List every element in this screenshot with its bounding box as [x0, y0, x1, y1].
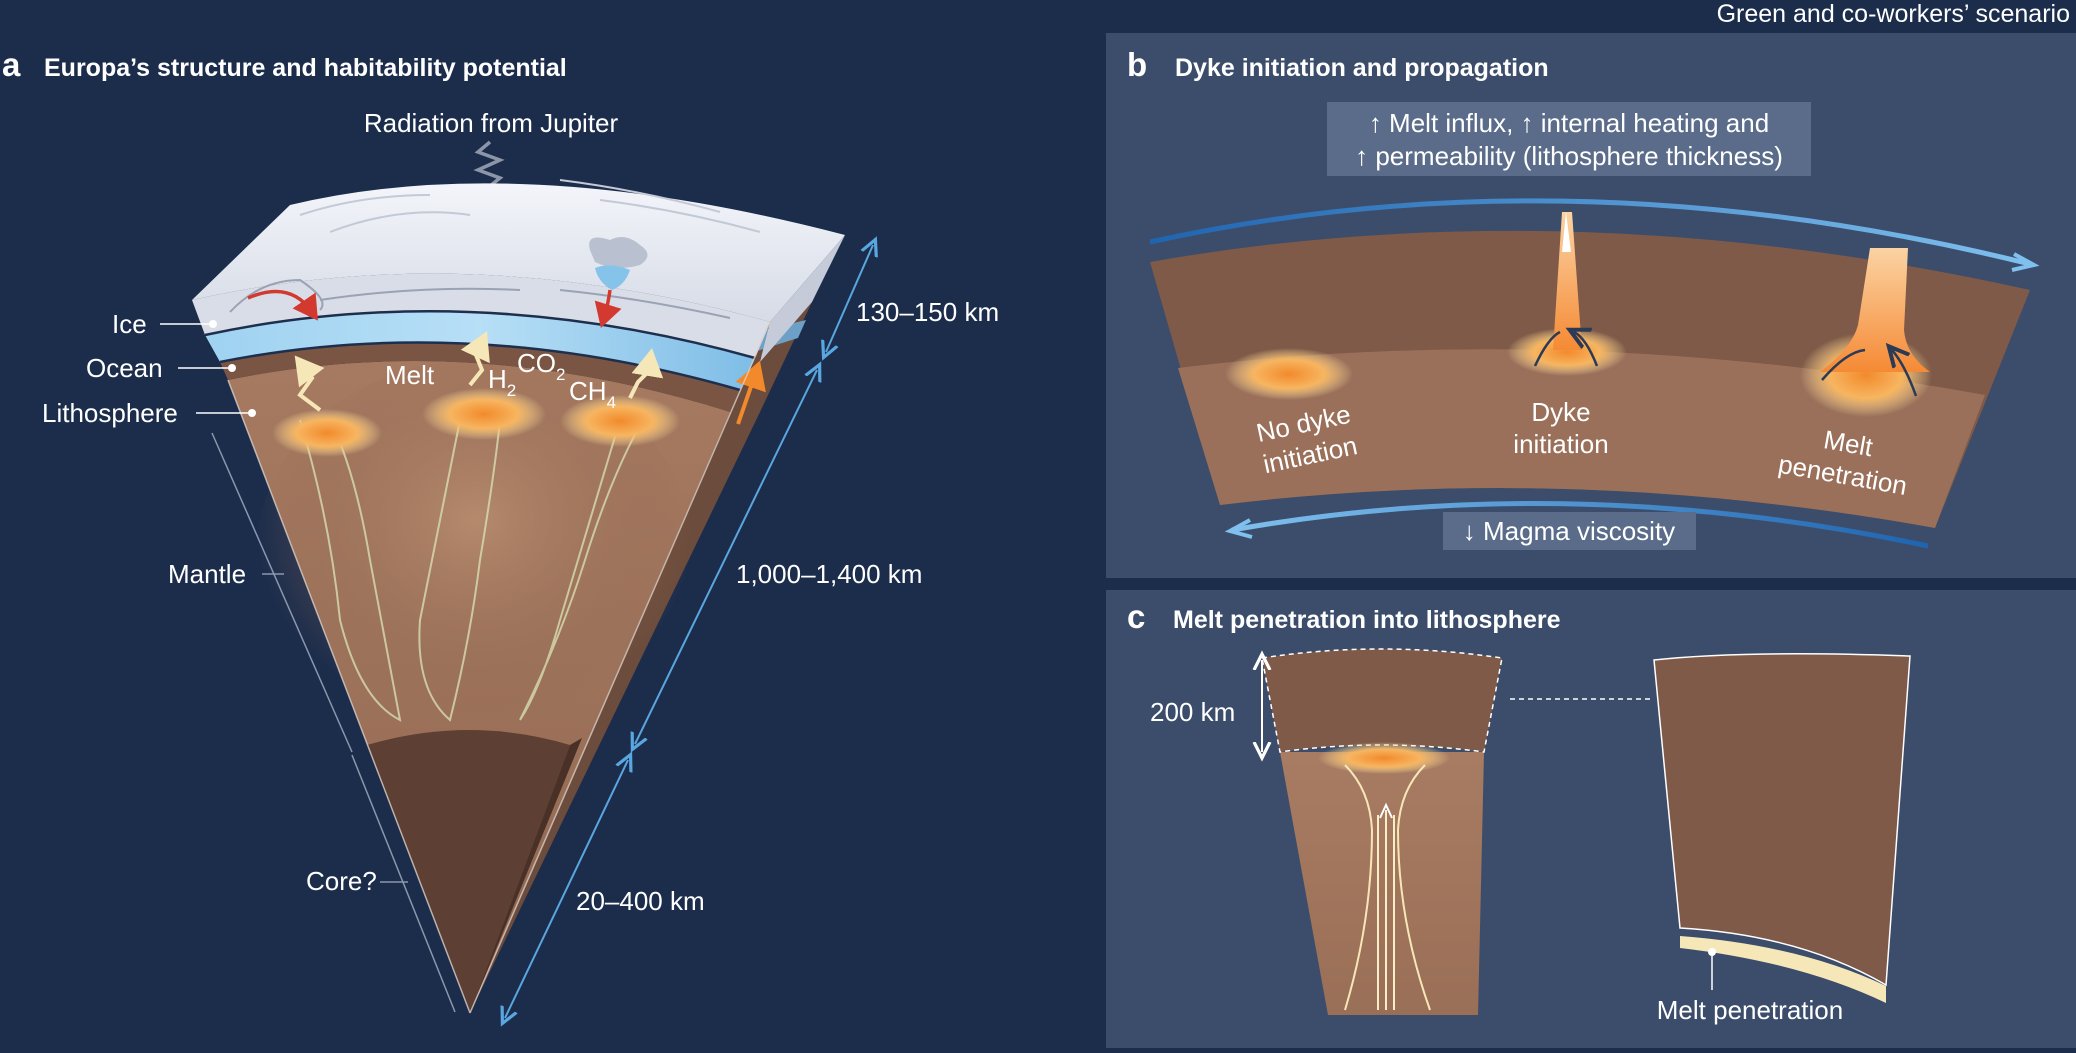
panel-b-letter: b — [1127, 46, 1147, 83]
stage-dyke-label-line2: initiation — [1513, 429, 1608, 459]
core-layer — [367, 730, 570, 1013]
panel-b: b Dyke initiation and propagation ↑ Melt… — [1106, 33, 2076, 578]
gas-co2-label: CO2 — [517, 348, 565, 384]
panel-a: a Europa’s structure and habitability po… — [2, 46, 999, 1018]
ice-diapir — [589, 236, 648, 268]
ice-convection-lines — [229, 278, 731, 319]
mantle-label: Mantle — [168, 559, 246, 589]
dimension-arrow-core — [505, 760, 628, 1018]
ice-leader-dot — [209, 320, 217, 328]
mantle-glow — [255, 360, 695, 760]
core-label: Core? — [306, 866, 377, 896]
melt-blob-center — [422, 388, 546, 440]
ice-descend-arrow — [594, 289, 622, 329]
column-right-outline — [1653, 653, 1911, 987]
lithosphere-leader-dot — [248, 409, 256, 417]
mantle-band — [1178, 349, 1985, 528]
top-increase-arrow — [1149, 198, 2031, 267]
ice-ocean-boundary — [204, 310, 756, 360]
water-pocket — [595, 265, 630, 290]
ice-surface — [192, 183, 845, 322]
bottom-arrow-head — [1224, 518, 1253, 539]
ice-label: Ice — [112, 309, 147, 339]
stage-penetration-flow-arrows — [1821, 350, 1918, 397]
column-left-lithosphere — [1262, 649, 1502, 752]
bottom-condition-text: ↓ Magma viscosity — [1463, 516, 1675, 546]
column-right-melt-layer — [1680, 936, 1886, 1003]
melt-penetration-leader-dot — [1708, 948, 1716, 956]
ice-layer-front — [192, 273, 770, 358]
panel-c: c Melt penetration into lithosphere 200 … — [1106, 590, 2076, 1048]
melt-label: Melt — [385, 360, 435, 390]
lithosphere-label: Lithosphere — [42, 398, 178, 428]
top-condition-line1: ↑ Melt influx, ↑ internal heating and — [1369, 108, 1769, 138]
europa-wedge — [192, 179, 845, 1014]
column-right-lithosphere — [1654, 653, 1910, 985]
dimension-core-label: 20–400 km — [576, 886, 705, 916]
dimension-arrow-mantle — [635, 370, 817, 744]
column-left-plume — [1344, 764, 1431, 1011]
column-left-lithosphere-outline — [1261, 648, 1503, 753]
panel-c-background — [1106, 590, 2076, 1048]
bottom-condition-box — [1443, 512, 1696, 550]
scenario-note: Green and co-workers’ scenario — [1717, 0, 2070, 28]
stage-dyke-flow-arrows — [1533, 332, 1599, 367]
dimension-mantle-label: 1,000–1,400 km — [736, 559, 922, 589]
top-condition-line2: ↑ permeability (lithosphere thickness) — [1355, 141, 1783, 171]
stage-dyke-label-line1: Dyke — [1531, 397, 1590, 427]
gas-ch4-label: CH4 — [569, 376, 616, 412]
column-left-plume-arrow — [1379, 802, 1393, 819]
column-left-melt — [1318, 742, 1450, 774]
thickness-label: 200 km — [1150, 697, 1235, 727]
dimension-outer-label: 130–150 km — [856, 297, 999, 327]
bottom-viscosity-arrow — [1231, 501, 1929, 549]
panel-c-title: Melt penetration into lithosphere — [1173, 606, 1561, 634]
ocean-label: Ocean — [86, 353, 163, 383]
radiation-label: Radiation from Jupiter — [364, 108, 619, 138]
panel-a-letter: a — [2, 46, 21, 83]
top-condition-box — [1327, 102, 1811, 176]
panel-a-title: Europa’s structure and habitability pote… — [44, 54, 567, 82]
top-arrow-head — [2011, 252, 2040, 272]
melt-blob-left — [272, 409, 382, 457]
ocean-leader-dot — [228, 364, 236, 372]
gas-h2-label: H2 — [488, 364, 516, 400]
stage-no-dyke-melt — [1225, 348, 1353, 400]
stage-dyke-tip — [1562, 212, 1571, 252]
column-left-mantle — [1280, 752, 1484, 1015]
panel-b-title: Dyke initiation and propagation — [1175, 54, 1549, 82]
core-bracket — [351, 754, 456, 1013]
ocean-layer — [205, 311, 755, 390]
dimension-arrow-outer — [826, 245, 873, 352]
melt-penetration-label: Melt penetration — [1657, 995, 1843, 1025]
mantle-plumes — [299, 419, 641, 722]
mantle-bracket — [211, 432, 353, 753]
ice-overturn-arrow — [247, 289, 318, 321]
panel-c-letter: c — [1127, 598, 1145, 635]
ice-surface-cracks — [299, 179, 761, 233]
